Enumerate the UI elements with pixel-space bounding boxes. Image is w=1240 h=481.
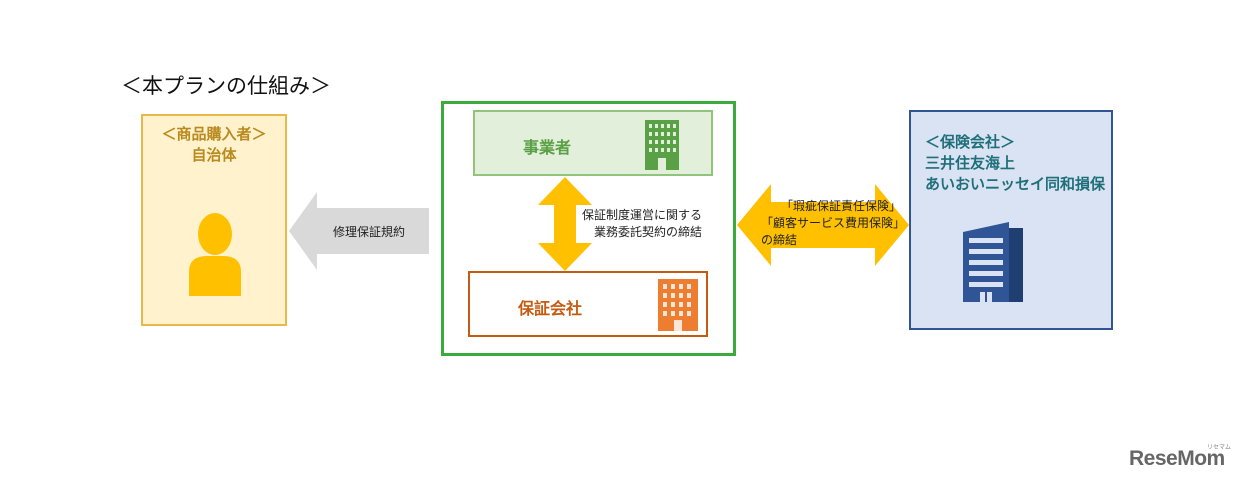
insurance-contract-label: 「瑕疵保証責任保険」 「顧客サービス費用保険」 の締結: [761, 198, 905, 249]
building-icon: [658, 279, 698, 331]
diagram-title: ＜本プランの仕組み＞: [121, 74, 331, 98]
consignment-contract-label: 保証制度運営に関する 業務委託契約の締結: [582, 207, 702, 241]
agreement-arrow-label: 修理保証規約: [333, 225, 406, 239]
insurer-name-1: 三井住友海上: [925, 154, 1016, 172]
buyer-box: ＜商品購入者＞ 自治体: [141, 114, 287, 326]
resemom-logo-kana: リセマム: [1207, 444, 1232, 451]
insurance-contract-line-3: の締結: [761, 233, 798, 247]
building-icon: [645, 120, 679, 170]
guarantee-company-box: 保証会社: [468, 271, 708, 337]
resemom-logo: ReseMom: [1129, 447, 1225, 470]
building-icon: [963, 222, 1023, 302]
insurance-company-box: ＜保険会社＞ 三井住友海上 あいおいニッセイ同和損保: [909, 110, 1113, 330]
insurance-company-label: ＜保険会社＞ 三井住友海上 あいおいニッセイ同和損保: [925, 132, 1105, 195]
buyer-name: 自治体: [191, 146, 237, 164]
buyer-label: ＜商品購入者＞ 自治体: [143, 124, 285, 166]
consignment-line-2: 業務委託契約の締結: [594, 225, 703, 239]
vertical-double-arrow: [538, 177, 592, 271]
agreement-arrow: [289, 192, 429, 270]
buyer-role: ＜商品購入者＞: [161, 125, 267, 143]
guarantee-company-label: 保証会社: [518, 299, 583, 318]
horizontal-double-arrow: [737, 184, 909, 266]
business-operator-box: 事業者: [473, 110, 713, 176]
business-operator-label: 事業者: [523, 138, 572, 157]
person-icon: [189, 213, 241, 296]
insurer-name-2: あいおいニッセイ同和損保: [925, 175, 1106, 193]
insurance-contract-line-1: 「瑕疵保証責任保険」: [781, 199, 902, 213]
consignment-line-1: 保証制度運営に関する: [582, 208, 703, 222]
insurer-role: ＜保険会社＞: [925, 133, 1016, 151]
insurance-contract-line-2: 「顧客サービス費用保険」: [761, 216, 906, 230]
